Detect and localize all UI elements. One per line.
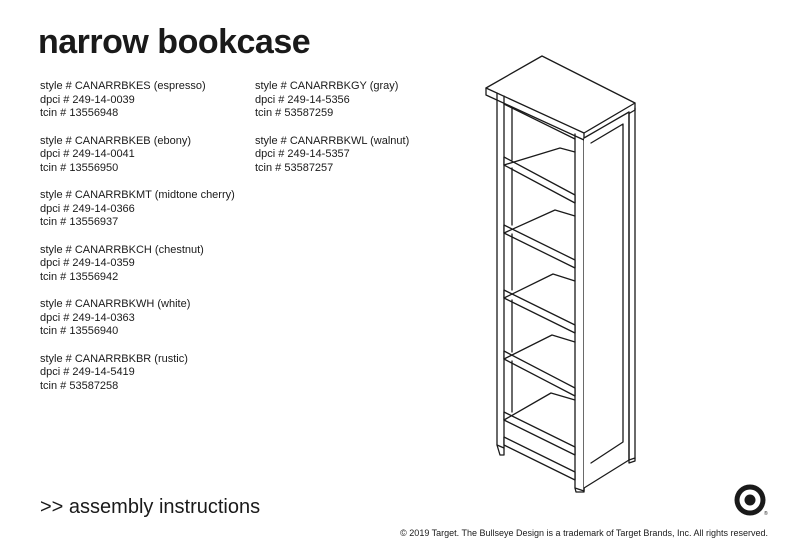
bookcase-illustration [485,55,636,493]
variant-dpci: dpci # 249-14-0359 [40,257,135,269]
variant-chestnut: style # CANARRBKCH (chestnut) dpci # 249… [40,244,255,285]
variant-walnut: style # CANARRBKWL (walnut) dpci # 249-1… [255,135,465,176]
copyright-notice: © 2019 Target. The Bullseye Design is a … [400,528,768,538]
variant-list-right: style # CANARRBKGY (gray) dpci # 249-14-… [255,80,465,189]
variant-tcin: tcin # 13556942 [40,270,119,283]
variant-tcin: tcin # 13556950 [40,161,119,174]
variant-tcin: tcin # 13556937 [40,216,119,228]
variant-style: style # CANARRBKBR (rustic) [40,352,188,365]
variant-midtone-cherry: style # CANARRBKMT (midtone cherry) dpci… [40,189,255,230]
variant-list-left: style # CANARRBKES (espresso) dpci # 249… [40,80,255,407]
variant-dpci: dpci # 249-14-5356 [255,93,350,106]
registered-mark: ® [764,511,768,517]
variant-style: style # CANARRBKCH (chestnut) [40,243,204,256]
variant-style: style # CANARRBKMT (midtone cherry) [40,189,235,201]
variant-tcin: tcin # 13556948 [40,107,119,119]
variant-gray: style # CANARRBKGY (gray) dpci # 249-14-… [255,80,465,121]
variant-style: style # CANARRBKWL (walnut) [255,134,410,147]
assembly-instructions-heading: >> assembly instructions [40,496,261,518]
variant-dpci: dpci # 249-14-5419 [40,366,135,378]
variant-dpci: dpci # 249-14-0366 [40,202,135,215]
variant-tcin: tcin # 13556940 [40,325,119,337]
variant-style: style # CANARRBKES (espresso) [40,80,206,92]
variant-dpci: dpci # 249-14-0363 [40,311,135,324]
variant-style: style # CANARRBKEB (ebony) [40,134,191,147]
variant-style: style # CANARRBKWH (white) [40,298,191,310]
variant-tcin: tcin # 53587257 [255,161,334,174]
page-title: narrow bookcase [38,23,311,61]
variant-espresso: style # CANARRBKES (espresso) dpci # 249… [40,80,255,121]
variant-dpci: dpci # 249-14-0039 [40,93,135,106]
variant-dpci: dpci # 249-14-0041 [40,148,135,160]
target-bullseye-icon [734,484,766,516]
variant-tcin: tcin # 53587258 [40,379,119,392]
variant-white: style # CANARRBKWH (white) dpci # 249-14… [40,298,255,339]
variant-tcin: tcin # 53587259 [255,107,334,119]
variant-style: style # CANARRBKGY (gray) [255,80,399,92]
variant-dpci: dpci # 249-14-5357 [255,148,350,160]
variant-ebony: style # CANARRBKEB (ebony) dpci # 249-14… [40,135,255,176]
variant-rustic: style # CANARRBKBR (rustic) dpci # 249-1… [40,353,255,394]
